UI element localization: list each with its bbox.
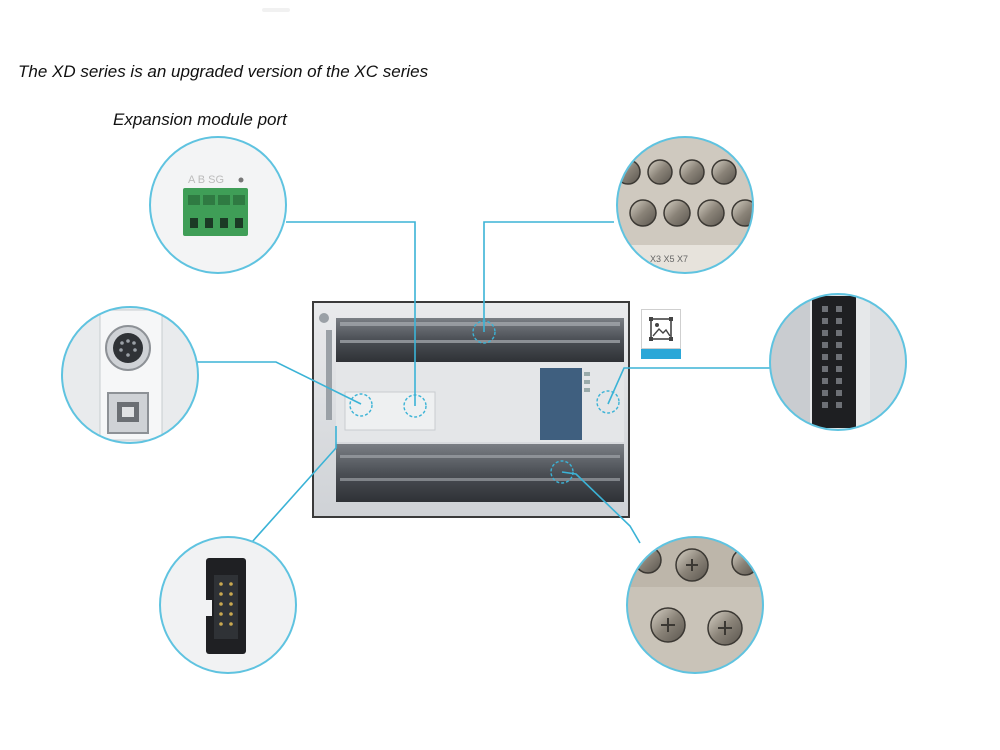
idc-header-detail	[159, 536, 297, 674]
faint-top-mark	[262, 8, 290, 12]
page-title: The XD series is an upgraded version of …	[18, 62, 429, 81]
status-panel	[540, 368, 582, 440]
expansion-port-caption: Expansion module port	[113, 110, 287, 129]
image-placeholder-button[interactable]	[641, 309, 681, 359]
image-placeholder-icon	[641, 309, 681, 349]
callout-lines	[196, 221, 770, 544]
plc-device	[312, 301, 630, 518]
communication-ports-detail	[61, 306, 199, 444]
callout-markers	[349, 320, 620, 484]
accent-bar	[641, 349, 681, 359]
expansion-port-detail: A B SG	[149, 136, 287, 274]
bottom-terminal-detail	[626, 536, 764, 674]
ribbon-connector-detail	[769, 293, 907, 431]
bottom-terminal-strip	[336, 444, 624, 502]
svg-text:A B SG: A B SG	[188, 174, 224, 186]
svg-text:X3 X5 X7: X3 X5 X7	[650, 254, 688, 264]
top-terminal-detail: X3 X5 X7	[616, 136, 754, 274]
